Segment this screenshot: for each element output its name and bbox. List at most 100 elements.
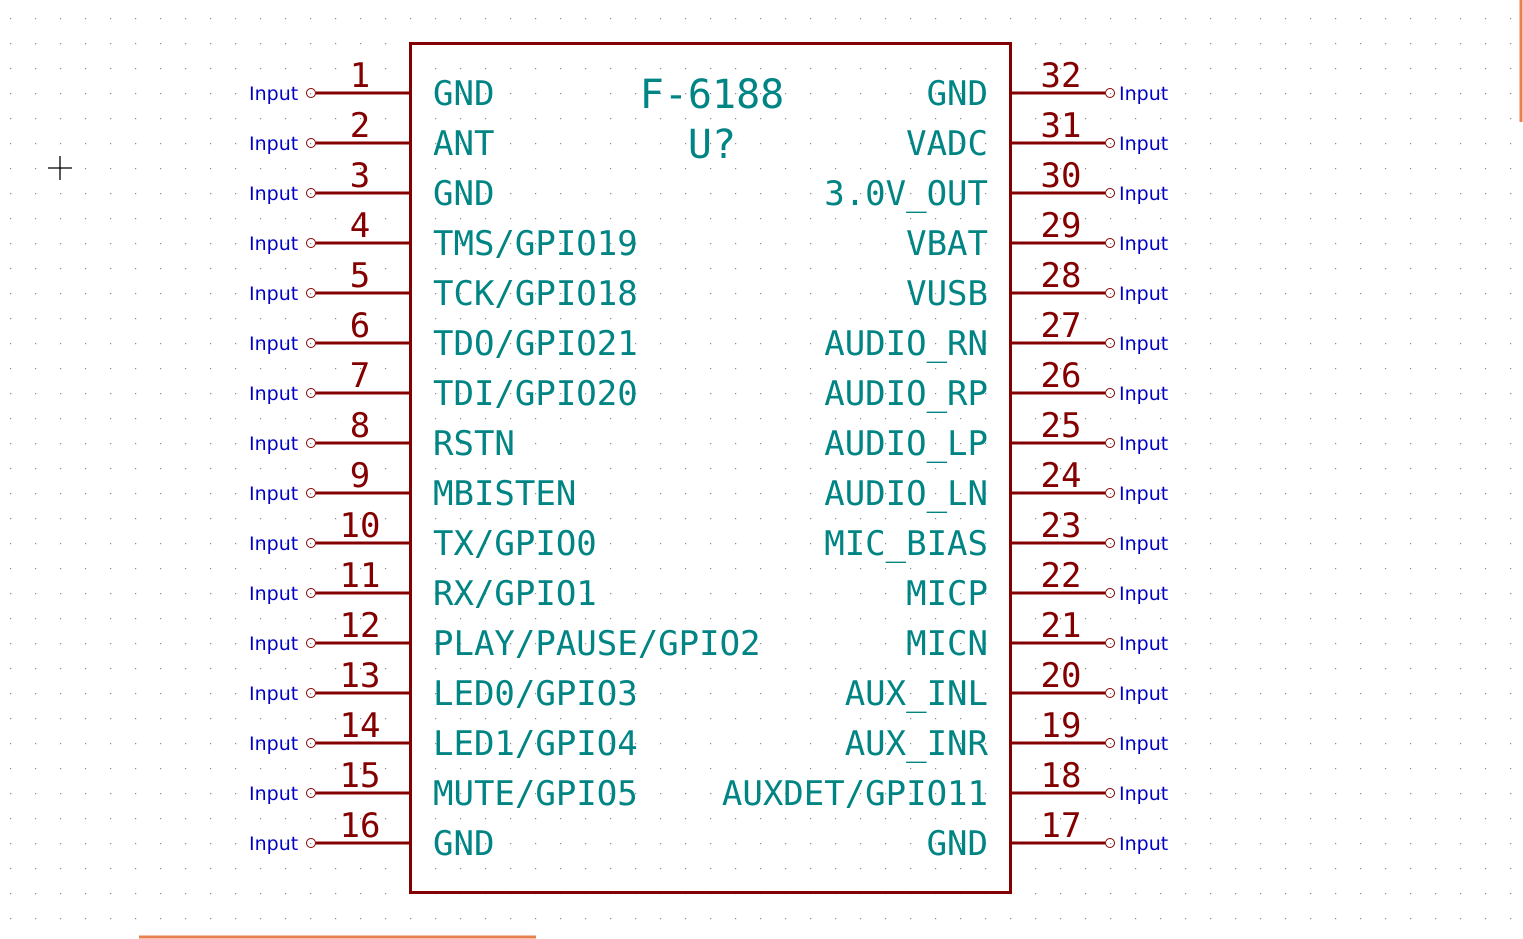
net-label-input[interactable]: Input bbox=[249, 633, 298, 655]
net-label-input[interactable]: Input bbox=[1119, 683, 1168, 705]
pin-end-icon[interactable] bbox=[306, 488, 316, 498]
net-label-input[interactable]: Input bbox=[1119, 333, 1168, 355]
pin-end-icon[interactable] bbox=[306, 188, 316, 198]
pin-end-icon[interactable] bbox=[1105, 588, 1115, 598]
pin-end-icon[interactable] bbox=[306, 538, 316, 548]
net-label-input[interactable]: Input bbox=[249, 383, 298, 405]
net-label-input[interactable]: Input bbox=[1119, 733, 1168, 755]
net-label-input[interactable]: Input bbox=[1119, 433, 1168, 455]
pin-end-icon[interactable] bbox=[306, 638, 316, 648]
net-label-input[interactable]: Input bbox=[249, 683, 298, 705]
pin-end-icon[interactable] bbox=[306, 388, 316, 398]
pin-end-icon[interactable] bbox=[1105, 288, 1115, 298]
net-label-input[interactable]: Input bbox=[1119, 533, 1168, 555]
net-label-input[interactable]: Input bbox=[249, 533, 298, 555]
pin-end-icon[interactable] bbox=[306, 288, 316, 298]
net-label-input[interactable]: Input bbox=[249, 83, 298, 105]
pin-end-icon[interactable] bbox=[1105, 488, 1115, 498]
net-label-input[interactable]: Input bbox=[249, 183, 298, 205]
net-label-input[interactable]: Input bbox=[249, 833, 298, 855]
pin-end-icon[interactable] bbox=[1105, 638, 1115, 648]
net-label-input[interactable]: Input bbox=[1119, 133, 1168, 155]
part-reference[interactable]: U? bbox=[688, 122, 736, 168]
pin-end-icon[interactable] bbox=[1105, 388, 1115, 398]
pin-end-icon[interactable] bbox=[1105, 788, 1115, 798]
pin-end-icon[interactable] bbox=[306, 238, 316, 248]
pin-end-icon[interactable] bbox=[306, 588, 316, 598]
net-label-input[interactable]: Input bbox=[249, 133, 298, 155]
net-label-input[interactable]: Input bbox=[1119, 483, 1168, 505]
pin-end-icon[interactable] bbox=[1105, 688, 1115, 698]
net-label-input[interactable]: Input bbox=[249, 783, 298, 805]
net-label-input[interactable]: Input bbox=[1119, 783, 1168, 805]
pin-end-icon[interactable] bbox=[1105, 188, 1115, 198]
pin-end-icon[interactable] bbox=[306, 138, 316, 148]
pin-end-icon[interactable] bbox=[306, 788, 316, 798]
pin-end-icon[interactable] bbox=[1105, 738, 1115, 748]
pin-end-icon[interactable] bbox=[306, 338, 316, 348]
net-label-input[interactable]: Input bbox=[1119, 833, 1168, 855]
pin-end-icon[interactable] bbox=[1105, 538, 1115, 548]
net-label-input[interactable]: Input bbox=[1119, 633, 1168, 655]
pin-end-icon[interactable] bbox=[306, 688, 316, 698]
pin-end-icon[interactable] bbox=[306, 838, 316, 848]
net-label-input[interactable]: Input bbox=[249, 433, 298, 455]
net-label-input[interactable]: Input bbox=[1119, 83, 1168, 105]
net-label-input[interactable]: Input bbox=[249, 583, 298, 605]
net-label-input[interactable]: Input bbox=[1119, 383, 1168, 405]
net-label-input[interactable]: Input bbox=[249, 233, 298, 255]
net-label-input[interactable]: Input bbox=[1119, 233, 1168, 255]
pin-end-icon[interactable] bbox=[306, 88, 316, 98]
pin-end-icon[interactable] bbox=[306, 438, 316, 448]
net-label-input[interactable]: Input bbox=[249, 283, 298, 305]
net-label-input[interactable]: Input bbox=[249, 733, 298, 755]
net-label-input[interactable]: Input bbox=[1119, 283, 1168, 305]
part-value[interactable]: F-6188 bbox=[640, 72, 785, 118]
pin-end-icon[interactable] bbox=[1105, 238, 1115, 248]
net-label-input[interactable]: Input bbox=[1119, 183, 1168, 205]
pin-end-icon[interactable] bbox=[1105, 138, 1115, 148]
pin-end-icon[interactable] bbox=[306, 738, 316, 748]
symbol-body[interactable] bbox=[409, 42, 1012, 894]
pin-end-icon[interactable] bbox=[1105, 838, 1115, 848]
net-label-input[interactable]: Input bbox=[1119, 583, 1168, 605]
pin-end-icon[interactable] bbox=[1105, 338, 1115, 348]
net-label-input[interactable]: Input bbox=[249, 333, 298, 355]
pin-end-icon[interactable] bbox=[1105, 438, 1115, 448]
net-label-input[interactable]: Input bbox=[249, 483, 298, 505]
